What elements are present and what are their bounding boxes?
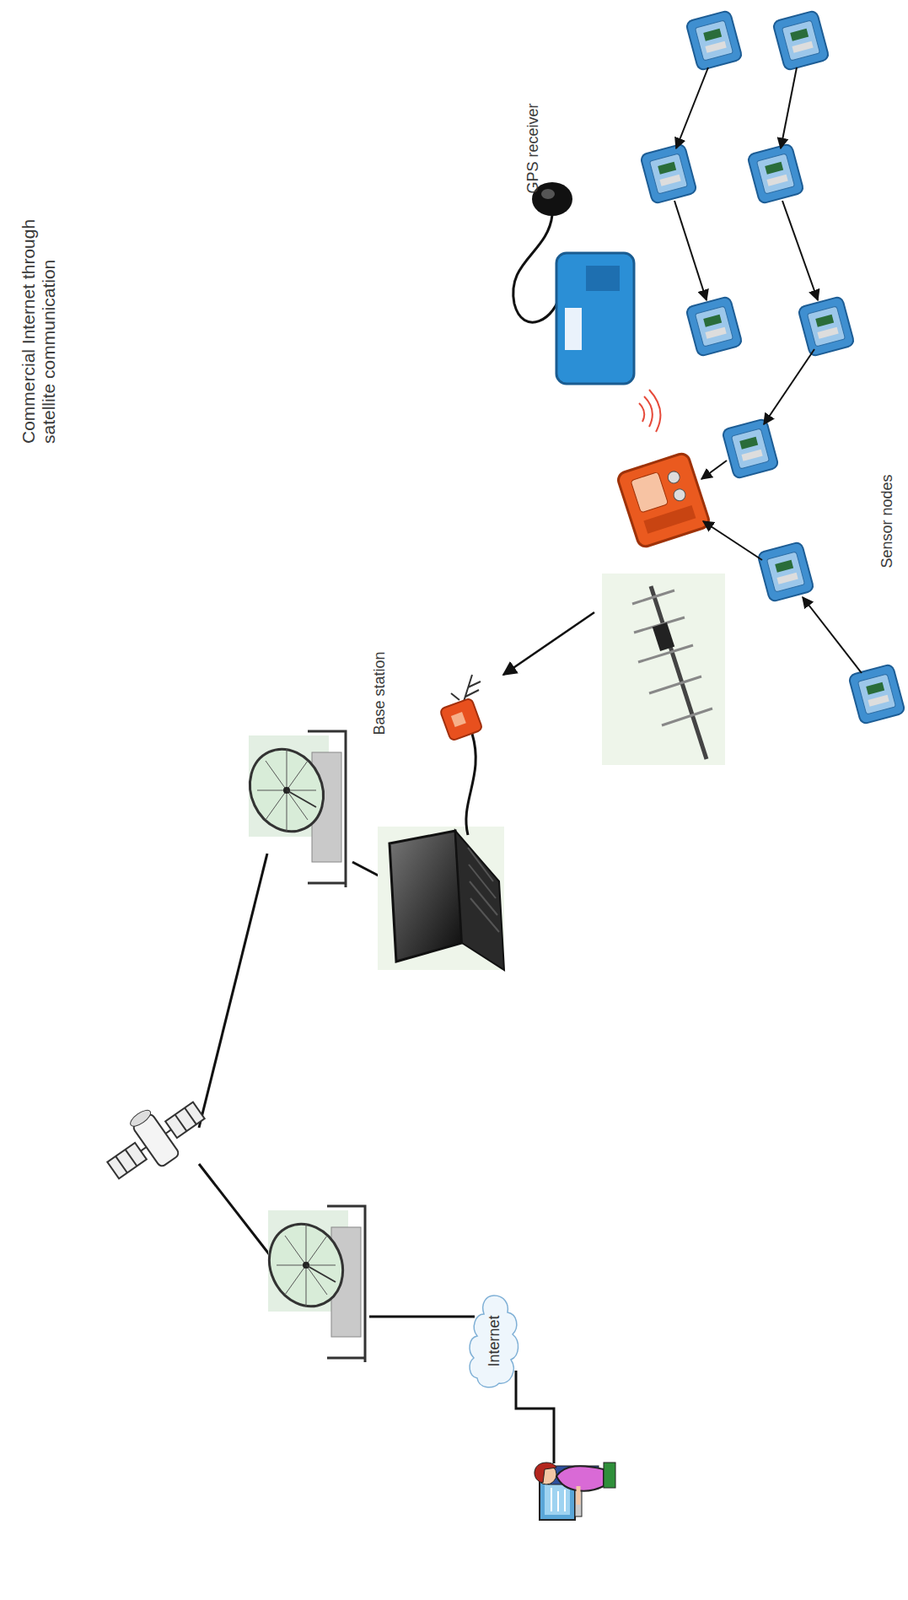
link-arrow [503, 612, 595, 675]
sensor-node [685, 295, 743, 357]
sensor-arrow [676, 67, 709, 149]
sensor-node [721, 418, 780, 479]
gateway-detail [643, 505, 696, 534]
antenna-element [632, 590, 713, 726]
satellite-cap [128, 1106, 154, 1129]
gateway-port [671, 487, 688, 503]
gps-receiver [513, 182, 661, 432]
sensor-arrow [674, 200, 707, 301]
satellite [94, 1083, 214, 1191]
satellite-dish [256, 1205, 366, 1362]
sensor-node [848, 663, 906, 725]
radio-case [439, 697, 483, 741]
radio-panel [451, 711, 467, 727]
solar-panel [165, 1101, 205, 1139]
gps-label [564, 307, 582, 350]
sensor-node [772, 10, 830, 71]
part-label: Base station [370, 633, 389, 753]
sensor-node [757, 541, 815, 602]
radio-waves [639, 389, 661, 432]
sensor-arrow [701, 460, 727, 479]
satellite-dish [236, 730, 346, 887]
node-text: Internet [485, 1314, 504, 1366]
computer-user [534, 1461, 616, 1520]
sensor-arrow [780, 67, 797, 149]
link-line [198, 853, 268, 1128]
cloud-node: Internet [467, 1291, 522, 1390]
sensor-arrow [782, 200, 818, 301]
person-legs [603, 1461, 616, 1488]
antenna-boom [650, 585, 707, 759]
person-arm [576, 1485, 581, 1505]
sensor-node [797, 295, 855, 357]
yagi-antenna [601, 573, 726, 765]
screen-lines [551, 1487, 565, 1511]
sensor-node [746, 143, 805, 205]
solar-panel [107, 1142, 147, 1179]
sensor-arrows [674, 67, 862, 673]
laptop-keys [467, 847, 500, 932]
gps-case [556, 252, 634, 384]
base-station-radio [439, 674, 483, 835]
gateway-box [616, 451, 711, 549]
radio-cable [466, 733, 476, 835]
laptop-backdrop [377, 826, 505, 970]
sensor-node [685, 10, 743, 71]
cloud-shape [469, 1294, 519, 1387]
link-line [515, 1370, 554, 1463]
network-caption: Commercial Internet through satellite co… [18, 190, 60, 444]
laptop-keyboard [455, 830, 505, 970]
gateway-panel [630, 471, 669, 513]
gateway-case [616, 451, 711, 549]
gps-antenna-shine [541, 188, 555, 199]
sensor-arrow [703, 521, 763, 560]
gps-cable [513, 214, 561, 323]
antenna-feed [652, 622, 675, 651]
laptop [377, 826, 505, 970]
satellite-detail [115, 1106, 197, 1172]
sensor-arrow [763, 349, 815, 425]
antenna-backdrop [601, 573, 726, 765]
gps-latch [585, 265, 620, 291]
laptop-screen [389, 830, 463, 962]
link-line [369, 1315, 475, 1318]
part-label: Sensor nodes [878, 462, 897, 581]
part-label: GPS receiver [524, 89, 543, 208]
sensor-arrow [802, 596, 862, 673]
link-line [198, 1163, 276, 1263]
person-hair [534, 1461, 557, 1483]
gateway-port [666, 469, 682, 485]
sensor-node [639, 143, 698, 205]
